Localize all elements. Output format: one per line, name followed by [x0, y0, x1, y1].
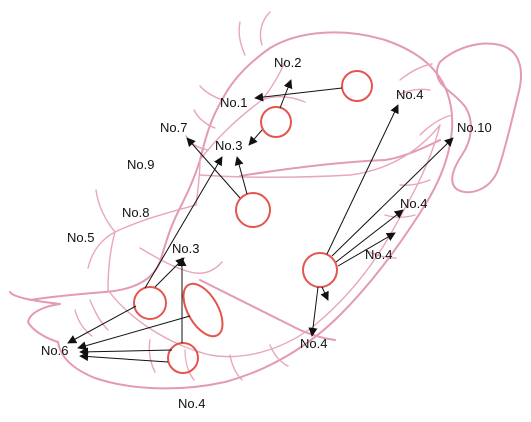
- lesion-upper-lesser: [260, 106, 292, 138]
- right-gastric-artery: [139, 247, 223, 274]
- duodenum-outline: [9, 291, 61, 343]
- stomach-lesser-curvature: [29, 47, 271, 301]
- stomach-greater-curvature: [57, 31, 454, 390]
- lesion-greater-curvature: [302, 252, 338, 288]
- label-no2: No.2: [274, 55, 302, 70]
- arrow-to-no4-right-upper-b: [337, 232, 396, 267]
- arrow-to-no1: [254, 87, 343, 102]
- lesion-antrum-lower: [167, 342, 199, 374]
- arrow-to-no4-right-upper: [335, 209, 404, 263]
- pyloric-branches: [74, 299, 109, 337]
- label-no8: No.8: [122, 205, 150, 220]
- lesion-mid-lesser: [235, 192, 271, 228]
- proper-hepatic-artery: [95, 189, 116, 233]
- lesion-cardia: [341, 70, 373, 102]
- label-no4-right-lower: No.4: [365, 247, 393, 262]
- spleen-outline: [436, 42, 522, 194]
- right-gastroepiploic-artery: [107, 289, 316, 358]
- greater-omentum-lower: [199, 279, 336, 341]
- splenic-artery: [199, 124, 441, 178]
- label-no5: No.5: [67, 230, 95, 245]
- arrow-to-no3-upper-b: [234, 156, 248, 195]
- label-no6: No.6: [41, 343, 69, 358]
- lesion-antrum-elongated: [182, 282, 224, 338]
- arrow-to-no6-a: [67, 305, 137, 344]
- short-gastric-vessels: [397, 63, 433, 96]
- label-no4-bottom: No.4: [178, 396, 206, 411]
- lesion-antrum-lesser: [133, 286, 167, 320]
- arrow-to-no6-d: [79, 352, 169, 363]
- label-no4-top: No.4: [396, 87, 424, 102]
- arrow-to-no4-center: [308, 286, 319, 337]
- arrow-to-no7: [186, 137, 241, 199]
- arrow-to-no4-top: [326, 104, 399, 255]
- gastric-wall-branches: [148, 339, 289, 381]
- label-no4-center: No.4: [300, 336, 328, 351]
- label-no3-upper: No.3: [215, 138, 243, 153]
- label-no7: No.7: [160, 120, 188, 135]
- arrow-to-no3-upper-a: [248, 129, 263, 146]
- label-no10: No.10: [457, 120, 492, 135]
- label-no1: No.1: [220, 95, 248, 110]
- omentum-line: [239, 139, 441, 177]
- left-gastric-branch: [261, 96, 306, 103]
- label-no9: No.9: [127, 157, 155, 172]
- arrow-short-center: [320, 286, 329, 301]
- arrow-to-no10: [331, 137, 454, 257]
- label-no3-lower: No.3: [172, 241, 200, 256]
- arrow-to-no2: [279, 79, 293, 109]
- vessel-network: [74, 11, 453, 381]
- metastasis-arrows: [67, 79, 454, 363]
- esophageal-branch-2: [238, 21, 246, 56]
- arrow-to-no6-c: [79, 347, 173, 357]
- splenic-branch-upper: [419, 114, 453, 136]
- gastroduodenal-artery: [107, 231, 116, 291]
- arrow-to-no3-upper-c: [144, 156, 223, 289]
- label-no4-right-upper: No.4: [400, 196, 428, 211]
- arrow-to-no6-b: [77, 315, 191, 351]
- esophageal-branch: [259, 11, 271, 46]
- left-gastroepiploic-artery: [314, 124, 441, 326]
- lesions: [133, 70, 373, 374]
